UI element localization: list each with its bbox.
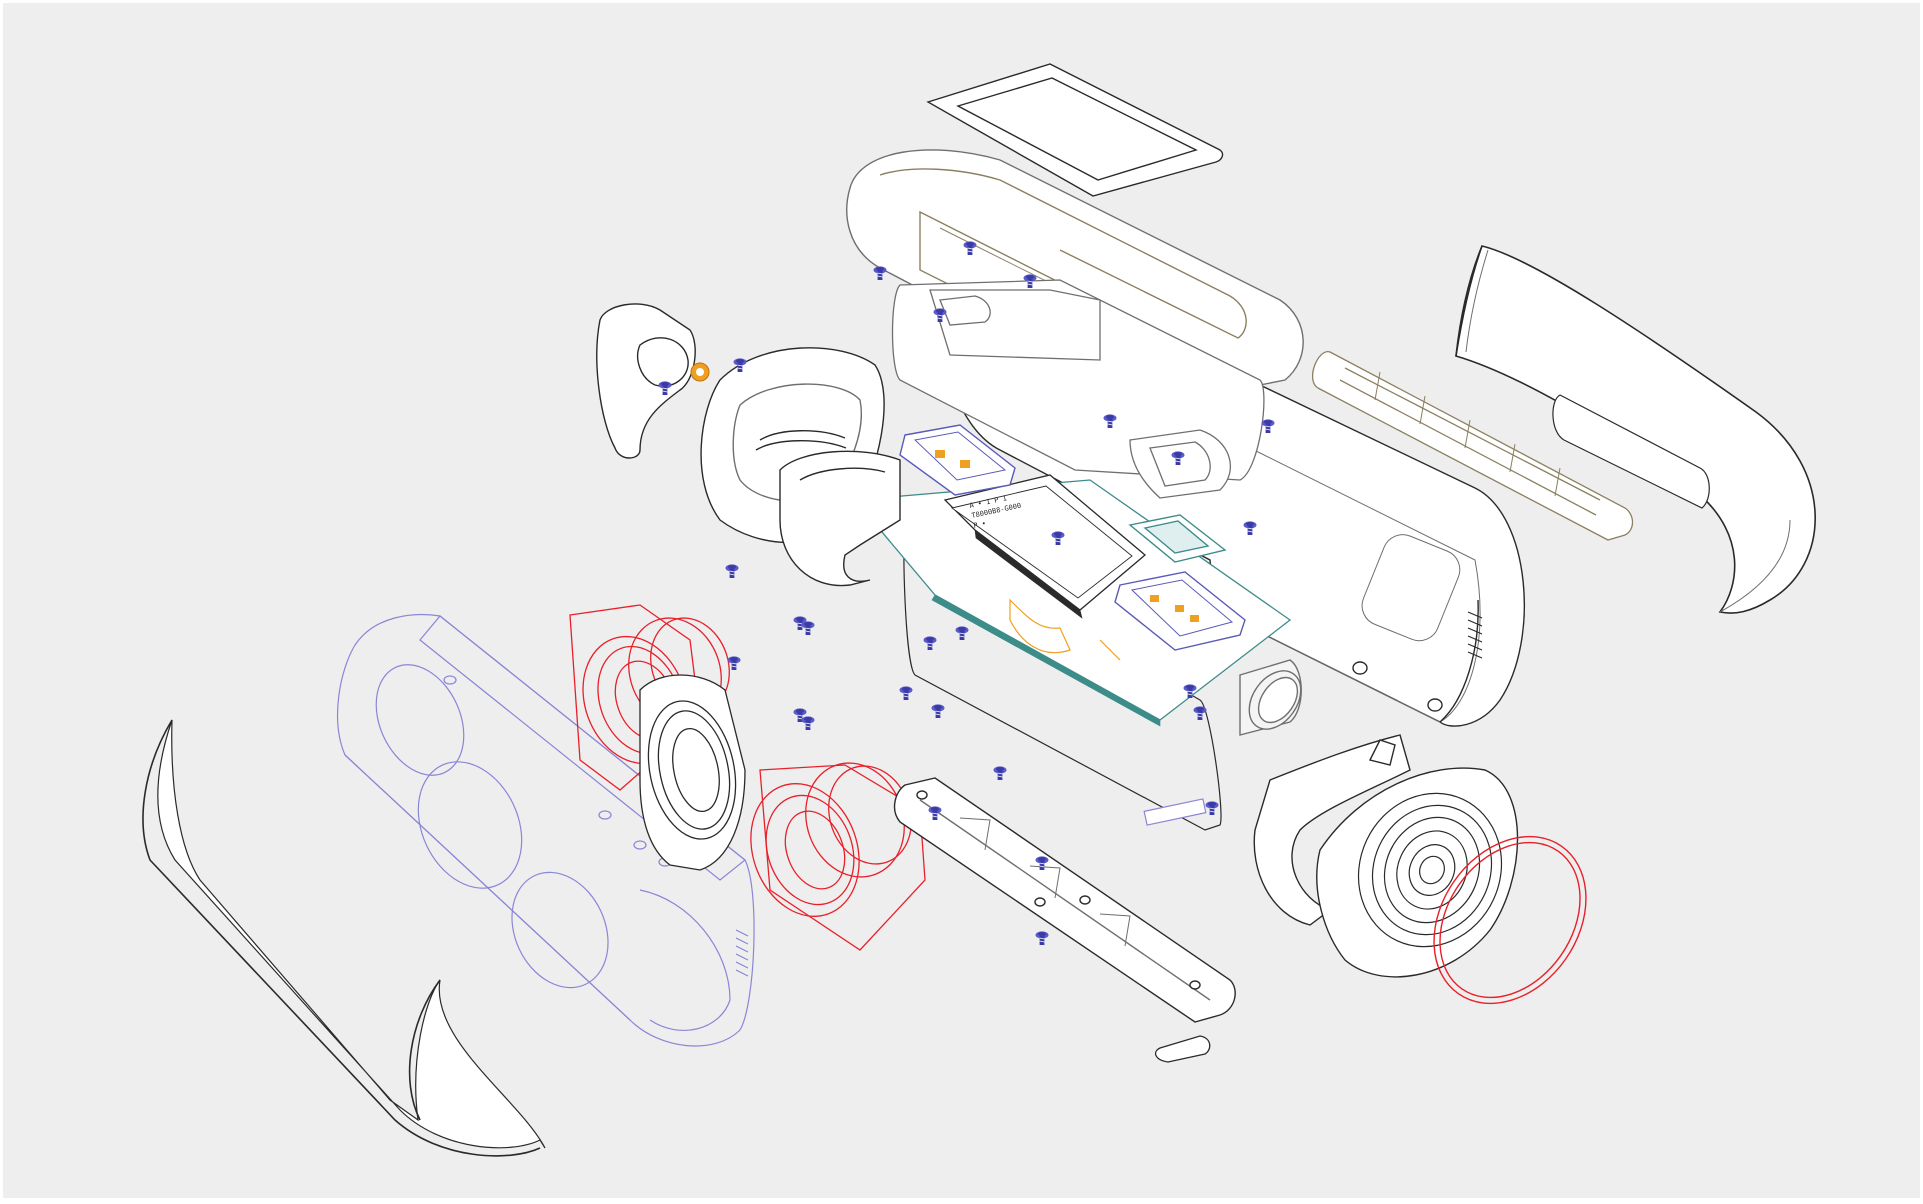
pcb-module-left [899,424,1016,496]
inner-chassis [891,279,1265,499]
side-bracket [779,450,901,587]
bottom-rail [893,777,1236,1023]
speaker-enclosure-frame [336,614,755,1047]
flex-cable [1009,598,1121,661]
top-panel [926,63,1224,197]
gear-knob-icon [690,362,710,382]
pcb-label-3: P • [973,519,987,529]
chip-module [1128,514,1227,563]
center-battery-module [943,474,1147,619]
cylinder-component [1239,659,1302,736]
right-end-cap [1253,734,1519,978]
right-grille-cover [1455,245,1816,614]
red-gasket-ring [1433,835,1587,1005]
battery-tray [903,529,1222,831]
speaker-driver-icon [1357,792,1503,948]
knob-bracket [596,303,696,459]
pcb-module-right [1114,571,1246,651]
left-grille-cover [142,719,546,1157]
handle-frame [1312,351,1634,541]
passive-radiator [639,674,746,871]
rubber-foot [1154,1035,1211,1063]
